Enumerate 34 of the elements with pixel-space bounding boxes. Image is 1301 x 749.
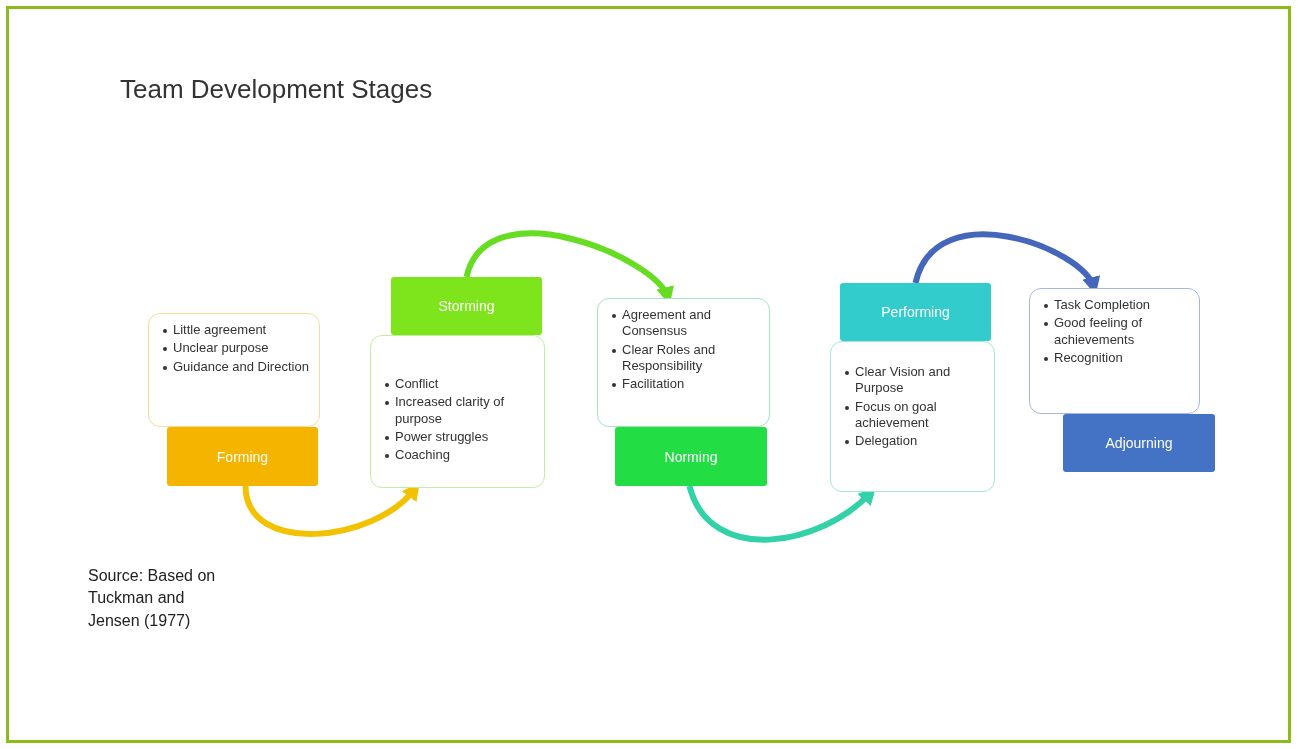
bullet-item: Task Completion bbox=[1044, 297, 1191, 314]
bullet-item: Coaching bbox=[385, 447, 536, 464]
bullet-item: Agreement and Consensus bbox=[612, 307, 761, 340]
bullet-item: Facilitation bbox=[612, 376, 761, 393]
detail-card bbox=[830, 341, 995, 492]
bullet-item: Increased clarity of purpose bbox=[385, 394, 536, 427]
source-note: Source: Based on Tuckman and Jensen (1977) bbox=[88, 566, 217, 631]
bullet-item: Good feeling of achievements bbox=[1044, 315, 1191, 348]
bullet-item: Unclear purpose bbox=[163, 340, 311, 357]
bullet-item: Power struggles bbox=[385, 428, 536, 445]
diagram-title: Team Development Stages bbox=[120, 74, 433, 105]
bullet-item: Focus on goal achievement bbox=[845, 398, 986, 431]
bullet-item: Conflict bbox=[385, 376, 536, 393]
stage-box bbox=[167, 427, 318, 486]
detail-card bbox=[370, 335, 545, 488]
bullet-item: Little agreement bbox=[163, 322, 311, 339]
stage-box bbox=[391, 277, 542, 335]
detail-card bbox=[148, 313, 320, 427]
detail-card bbox=[1029, 288, 1200, 414]
curved-arrow bbox=[686, 484, 877, 543]
bullet-item: Guidance and Direction bbox=[163, 358, 311, 375]
stage-name: Norming bbox=[664, 448, 718, 465]
stage-box bbox=[1063, 414, 1215, 472]
stage-name: Performing bbox=[881, 304, 950, 320]
stage-box bbox=[840, 283, 991, 341]
stage-name: Adjourning bbox=[1105, 435, 1173, 451]
stage-name: Forming bbox=[216, 448, 269, 465]
stage-name: Storming bbox=[438, 298, 495, 314]
bullet-item: Delegation bbox=[845, 433, 986, 450]
stage-box bbox=[615, 427, 767, 486]
bullet-item: Clear Roles and Responsibility bbox=[612, 341, 761, 374]
bullet-item: Clear Vision and Purpose bbox=[845, 364, 986, 397]
detail-card bbox=[597, 298, 770, 427]
bullet-item: Recognition bbox=[1044, 349, 1191, 366]
